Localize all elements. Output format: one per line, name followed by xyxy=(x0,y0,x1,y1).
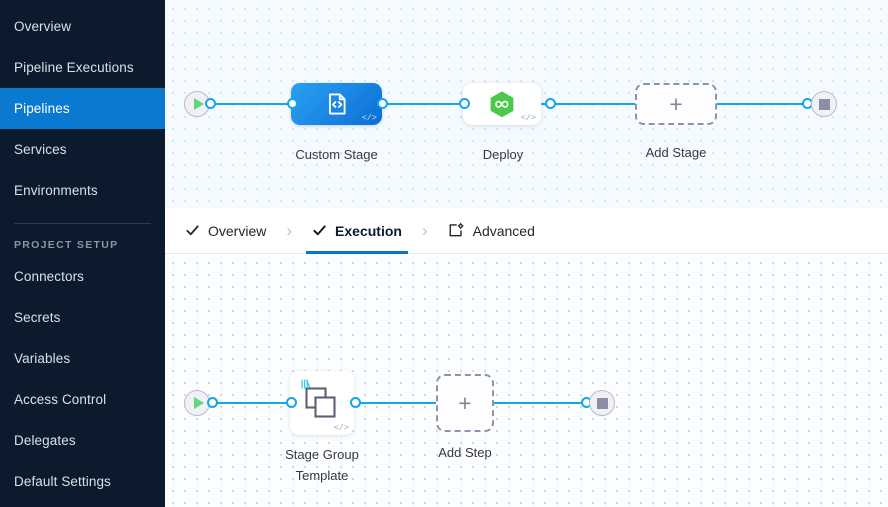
start-icon xyxy=(193,98,204,110)
stage-config-tabbar: Overview › Execution › Advanced xyxy=(165,208,888,254)
sidebar-item-label: Services xyxy=(14,142,67,157)
stage-label-custom-stage: Custom Stage xyxy=(295,147,378,162)
add-step-box[interactable]: + xyxy=(436,374,494,432)
tab-execution[interactable]: Execution xyxy=(306,208,408,254)
advanced-settings-icon xyxy=(449,222,464,237)
start-icon xyxy=(193,397,204,409)
sidebar-item-pipeline-executions[interactable]: Pipeline Executions xyxy=(0,47,165,88)
template-badge-icon xyxy=(301,379,311,389)
yaml-code-badge: </> xyxy=(520,112,536,123)
add-stage-box[interactable]: + xyxy=(635,83,717,125)
tab-label: Overview xyxy=(208,222,267,239)
sidebar-item-environments[interactable]: Environments xyxy=(0,170,165,211)
add-stage-button[interactable]: + xyxy=(635,83,717,125)
chevron-right-icon: › xyxy=(286,220,293,240)
step-end-node[interactable] xyxy=(589,390,615,416)
sidebar-item-label: Secrets xyxy=(14,310,61,325)
chevron-right-icon: › xyxy=(421,220,428,240)
edge-deploy-to-add-stage xyxy=(469,103,647,105)
edge-start-to-custom-stage xyxy=(209,103,293,105)
sidebar-item-label: Default Settings xyxy=(14,474,111,489)
sidebar-item-pipelines[interactable]: Pipelines xyxy=(0,88,165,129)
sidebar-item-label: Connectors xyxy=(14,269,85,284)
connector-dot-deploy-out[interactable] xyxy=(545,98,556,109)
sidebar-item-label: Pipelines xyxy=(14,101,70,116)
stage-label-add-stage: Add Stage xyxy=(645,145,707,160)
tab-overview[interactable]: Overview xyxy=(179,208,272,254)
custom-stage-code-icon xyxy=(328,93,346,115)
connector-dot-custom-stage-in[interactable] xyxy=(287,98,298,109)
sidebar-item-default-settings[interactable]: Default Settings xyxy=(0,461,165,502)
sidebar-item-label: Variables xyxy=(14,351,71,366)
add-step-button[interactable]: + xyxy=(436,374,494,432)
sidebar-item-variables[interactable]: Variables xyxy=(0,338,165,379)
sidebar-section-label: PROJECT SETUP xyxy=(14,239,119,251)
sidebar-item-label: Pipeline Executions xyxy=(14,60,134,75)
sidebar-item-connectors[interactable]: Connectors xyxy=(0,256,165,297)
pipeline-end-node[interactable] xyxy=(811,91,837,117)
step-label-stage-group-template: Stage Group Template xyxy=(285,447,359,483)
sidebar-item-secrets[interactable]: Secrets xyxy=(0,297,165,338)
deploy-hexagon-infinity-icon xyxy=(490,91,514,118)
sidebar-item-label: Environments xyxy=(14,183,98,198)
deploy-stage-box[interactable]: </> xyxy=(463,83,541,125)
tab-label: Advanced xyxy=(472,222,535,239)
sidebar-divider xyxy=(14,223,151,224)
connector-dot-custom-stage-out[interactable] xyxy=(377,98,388,109)
sidebar-item-services[interactable]: Services xyxy=(0,129,165,170)
edge-template-step-to-add-step xyxy=(355,402,465,404)
sidebar-item-delegates[interactable]: Delegates xyxy=(0,420,165,461)
yaml-code-badge: </> xyxy=(333,422,349,433)
tab-advanced[interactable]: Advanced xyxy=(442,208,541,254)
stage-node-custom-stage[interactable]: </> xyxy=(291,83,382,125)
sidebar-item-access-control[interactable]: Access Control xyxy=(0,379,165,420)
yaml-code-badge: </> xyxy=(361,112,377,123)
tab-label: Execution xyxy=(335,222,402,239)
plus-icon: + xyxy=(458,389,472,416)
main-content: </> Custom Stage </> Deploy xyxy=(165,0,888,507)
sidebar-item-overview[interactable]: Overview xyxy=(0,6,165,47)
edge-start-to-template-step xyxy=(209,402,295,404)
step-label-add-step: Add Step xyxy=(438,445,492,460)
connector-dot-template-step-in[interactable] xyxy=(286,397,297,408)
stage-group-template-box[interactable]: </> xyxy=(290,371,354,435)
sidebar-item-label: Overview xyxy=(14,19,72,34)
check-icon xyxy=(313,225,326,236)
stage-canvas[interactable]: </> Custom Stage </> Deploy xyxy=(165,0,888,208)
check-icon xyxy=(186,225,199,236)
plus-icon: + xyxy=(669,90,683,117)
execution-step-canvas[interactable]: </> Stage Group Template + Add Step xyxy=(165,254,888,507)
stage-label-deploy: Deploy xyxy=(482,147,524,162)
stage-group-template-icon xyxy=(305,387,336,418)
custom-stage-box[interactable]: </> xyxy=(291,83,382,125)
stop-icon xyxy=(596,397,608,409)
sidebar-item-label: Delegates xyxy=(14,433,76,448)
edge-add-step-to-end xyxy=(461,402,595,404)
stage-node-deploy[interactable]: </> xyxy=(463,83,541,125)
edge-custom-stage-to-deploy xyxy=(381,103,471,105)
connector-dot-deploy-in[interactable] xyxy=(459,98,470,109)
stop-icon xyxy=(818,98,830,110)
connector-dot-step-start-out[interactable] xyxy=(207,397,218,408)
sidebar: Overview Pipeline Executions Pipelines S… xyxy=(0,0,165,507)
connector-dot-template-step-out[interactable] xyxy=(350,397,361,408)
connector-dot-start-out[interactable] xyxy=(205,98,216,109)
edge-add-stage-to-end xyxy=(717,103,817,105)
sidebar-item-label: Access Control xyxy=(14,392,107,407)
step-node-stage-group-template[interactable]: </> xyxy=(290,371,354,435)
